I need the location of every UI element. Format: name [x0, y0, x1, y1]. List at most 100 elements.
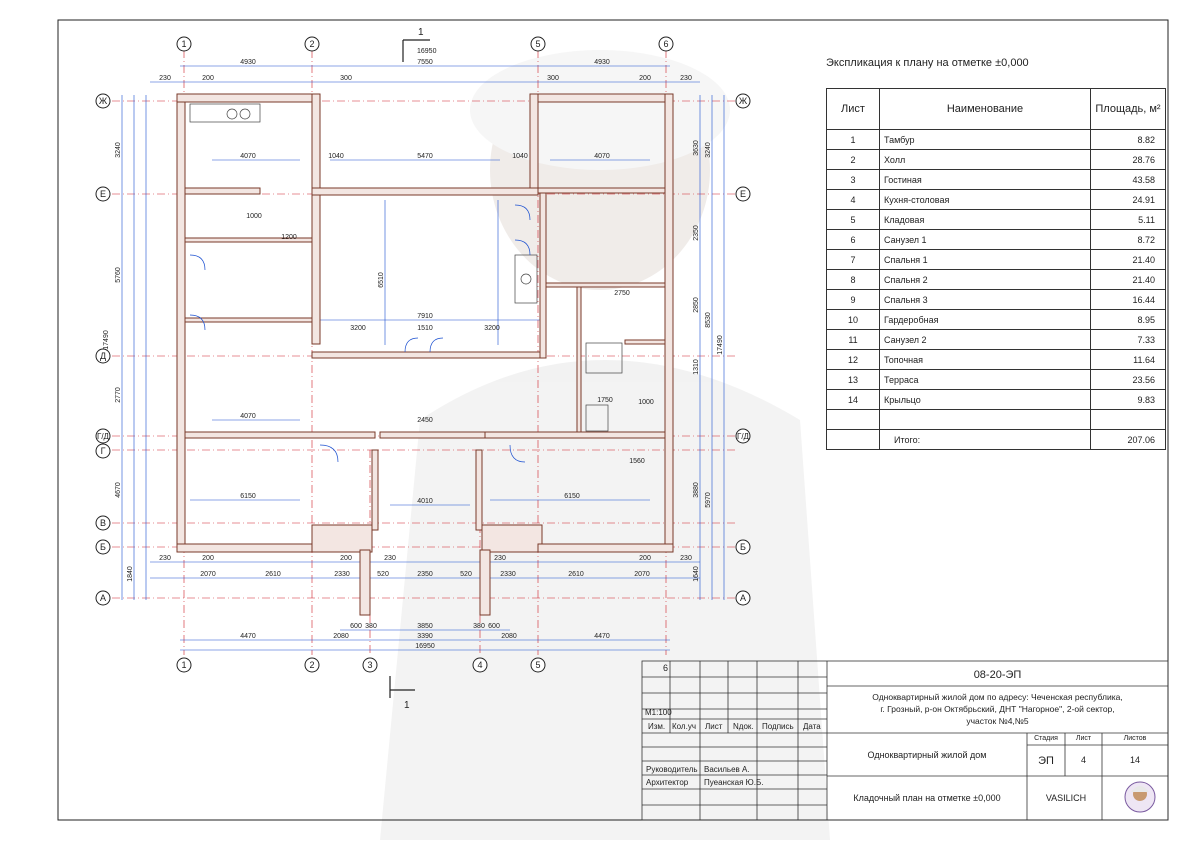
dim-label: 380 — [365, 623, 377, 630]
room-area: 21.40 — [1090, 269, 1166, 290]
dim-label: 4470 — [240, 633, 256, 640]
col-header: Лист — [826, 88, 880, 130]
svg-text:5: 5 — [535, 39, 540, 49]
row-number: 1 — [826, 129, 880, 150]
room-area: 28.76 — [1090, 149, 1166, 170]
revision-col-4: Nдок. — [733, 722, 754, 731]
explication-header-row: Лист Наименование Площадь, м² — [826, 88, 1166, 130]
axis-bubble: 3 — [362, 657, 378, 673]
row-number: 13 — [826, 369, 880, 390]
svg-text:1: 1 — [181, 660, 186, 670]
total-value: 207.06 — [1090, 429, 1166, 450]
axis-bubble: Б — [735, 539, 751, 555]
dim-label: 1200 — [281, 234, 297, 241]
room-area: 21.40 — [1090, 249, 1166, 270]
room-name: Топочная — [879, 349, 1091, 370]
svg-text:Ж: Ж — [99, 96, 108, 106]
sheet-label: Лист — [1075, 735, 1092, 742]
sheets-value: 14 — [1129, 755, 1140, 765]
axis-bubble: Ж — [735, 93, 751, 109]
axis-bubble: Г/Д — [95, 428, 111, 444]
dim-label: 2080 — [501, 633, 517, 640]
stage-label: Стадия — [1034, 735, 1058, 742]
dim-label: 3200 — [484, 325, 500, 332]
dim-label: 520 — [460, 571, 472, 578]
room-name: Спальня 1 — [879, 249, 1091, 270]
doors — [189, 204, 531, 463]
dimension-lines — [121, 65, 725, 651]
dim-label: 3240 — [115, 142, 122, 158]
dim-label: 230 — [494, 555, 506, 562]
role-lead: Руководитель — [646, 765, 698, 774]
row-number: 10 — [826, 309, 880, 330]
dim-label: 2070 — [634, 571, 650, 578]
svg-text:Г/Д: Г/Д — [97, 432, 110, 441]
dim-label: 4070 — [240, 153, 256, 160]
row-number: 4 — [826, 189, 880, 210]
row-number: 9 — [826, 289, 880, 310]
room-area: 8.95 — [1090, 309, 1166, 330]
dim-label: 2070 — [200, 571, 216, 578]
row-number: 11 — [826, 329, 880, 350]
section-mark-top — [402, 39, 430, 62]
room-name: Спальня 3 — [879, 289, 1091, 310]
row-number: 14 — [826, 389, 880, 410]
svg-text:Е: Е — [740, 189, 746, 199]
room-name: Холл — [879, 149, 1091, 170]
axis-bubble: Б — [95, 539, 111, 555]
dim-label: 200 — [639, 75, 651, 82]
dim-label: 1000 — [638, 399, 654, 406]
dimension-labels: 4930 7550 4930 230 200 300 300 200 230 2… — [103, 59, 724, 650]
room-name: Крыльцо — [879, 389, 1091, 410]
dim-label: 600 — [488, 623, 500, 630]
axis-bubbles: 1 2 5 6 1 2 3 4 5 Ж Е Д Г/Д Г В Б А Ж Е … — [95, 36, 751, 673]
dim-label: 230 — [159, 555, 171, 562]
stage-value: ЭП — [1038, 755, 1054, 767]
room-area: 7.33 — [1090, 329, 1166, 350]
axis-bubble: 1 — [176, 657, 192, 673]
axis-bubble: 6 — [658, 36, 674, 52]
dim-label: 230 — [680, 75, 692, 82]
axis-bubble: Г/Д — [735, 428, 751, 444]
dim-label: 2610 — [568, 571, 584, 578]
axis-bubble: 2 — [304, 36, 320, 52]
svg-text:Б: Б — [100, 542, 106, 552]
dim-label: 2770 — [115, 387, 122, 403]
room-name: Тамбур — [879, 129, 1091, 150]
dim-label: 3880 — [693, 482, 700, 498]
revision-col-6: Дата — [803, 722, 821, 731]
svg-text:А: А — [740, 593, 746, 603]
fixtures — [189, 103, 623, 432]
dim-label: 7910 — [417, 313, 433, 320]
dim-label: 3630 — [693, 140, 700, 156]
room-area: 5.11 — [1090, 209, 1166, 230]
dim-label: 230 — [680, 555, 692, 562]
dim-label: 1040 — [328, 153, 344, 160]
svg-text:Д: Д — [100, 351, 106, 361]
room-name: Гостиная — [879, 169, 1091, 190]
blank-row — [826, 409, 1166, 430]
svg-text:6: 6 — [663, 39, 668, 49]
dim-label: 1750 — [597, 397, 613, 404]
dim-label: 1840 — [127, 566, 134, 582]
svg-text:Ж: Ж — [739, 96, 748, 106]
dim-label: 2350 — [417, 571, 433, 578]
svg-text:Б: Б — [740, 542, 746, 552]
revision-col-1: Изм. — [648, 722, 666, 731]
axis-bubble: 4 — [472, 657, 488, 673]
svg-text:А: А — [100, 593, 106, 603]
dim-label: 2610 — [265, 571, 281, 578]
dim-label: 17490 — [103, 330, 110, 350]
dim-label: 600 — [350, 623, 362, 630]
dim-label: 4930 — [240, 59, 256, 66]
room-area: 8.72 — [1090, 229, 1166, 250]
dim-label: 3200 — [350, 325, 366, 332]
